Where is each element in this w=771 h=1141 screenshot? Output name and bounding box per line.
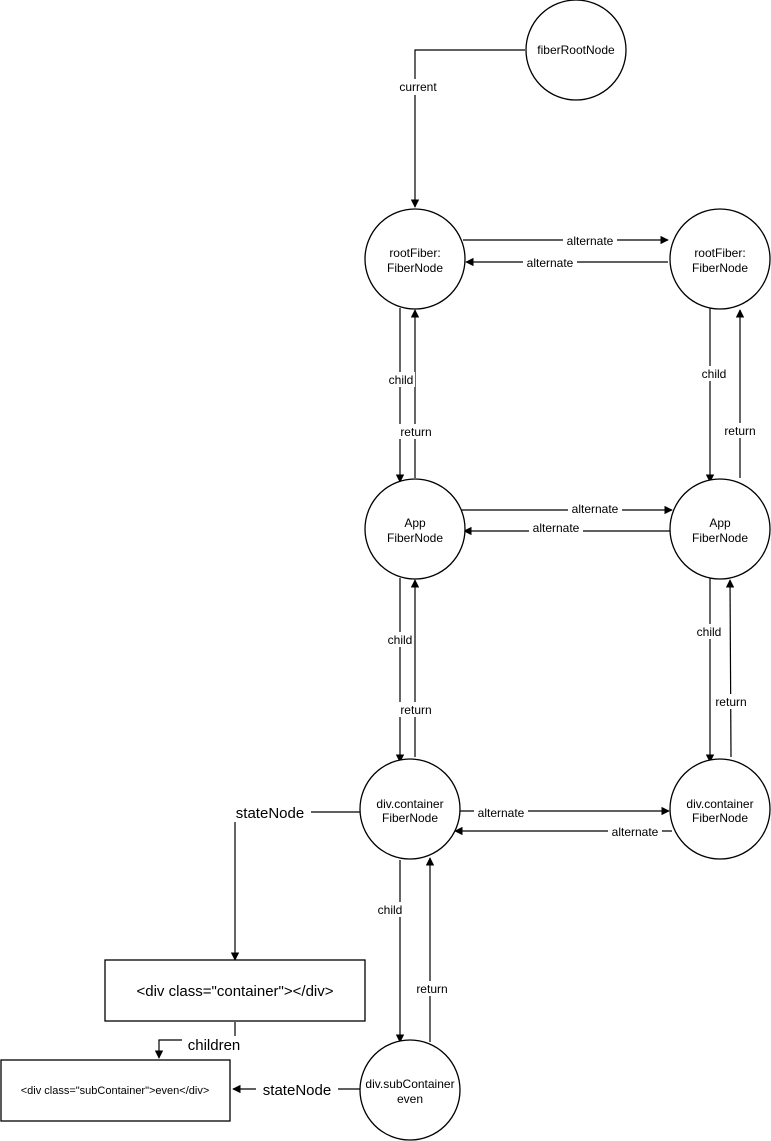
- node-fiber-root-label: fiberRootNode: [537, 43, 615, 57]
- label-rootfiber-return-left: return: [400, 425, 431, 439]
- edge-app-container-return-right: [725, 579, 735, 758]
- node-rootfiber-alternate: rootFiber: FiberNode: [669, 208, 771, 310]
- label-app-alternate-right: alternate: [572, 502, 619, 516]
- label-rootfiber-return-right: return: [724, 424, 755, 438]
- label-container-alternate-left: alternate: [612, 825, 659, 839]
- label-app-return-right: return: [715, 695, 746, 709]
- node-rootfiber-alternate-line1: rootFiber:: [694, 246, 745, 260]
- label-container-return: return: [416, 982, 447, 996]
- node-app-alternate-line2: FiberNode: [692, 531, 748, 545]
- node-app-current-line1: App: [404, 516, 426, 530]
- dom-box-container: <div class="container"></div>: [104, 959, 366, 1022]
- node-container-alternate-line1: div.container: [686, 797, 753, 811]
- label-app-child-right: child: [697, 625, 722, 639]
- node-app-alternate-line1: App: [709, 516, 731, 530]
- node-container-current-line2: FiberNode: [382, 811, 438, 825]
- label-subcontainer-statenode: stateNode: [263, 1082, 331, 1099]
- label-dom-children: children: [188, 1037, 241, 1054]
- node-app-current-line2: FiberNode: [387, 531, 443, 545]
- node-rootfiber-alternate-line2: FiberNode: [692, 261, 748, 275]
- edge-container-statenode: [230, 811, 360, 961]
- node-subcontainer-line2: even: [397, 1092, 423, 1106]
- edge-current: [410, 49, 525, 208]
- dom-box-container-label: <div class="container"></div>: [136, 983, 333, 1000]
- dom-box-subcontainer-label: <div class="subContainer">even</div>: [21, 1085, 210, 1097]
- node-container-alternate-line2: FiberNode: [692, 811, 748, 825]
- node-subcontainer-line1: div.subContainer: [365, 1077, 454, 1091]
- node-fiber-root: fiberRootNode: [525, 0, 627, 101]
- label-app-return-left: return: [400, 703, 431, 717]
- label-rootfiber-alternate-right: alternate: [567, 234, 614, 248]
- label-rootfiber-child-left: child: [389, 373, 414, 387]
- node-rootfiber-current: rootFiber: FiberNode: [364, 208, 466, 310]
- dom-box-subcontainer: <div class="subContainer">even</div>: [0, 1059, 231, 1122]
- label-app-child-left: child: [388, 633, 413, 647]
- label-container-child: child: [378, 903, 403, 917]
- node-rootfiber-current-line1: rootFiber:: [389, 246, 440, 260]
- node-app-current: App FiberNode: [364, 478, 466, 580]
- node-container-alternate: div.container FiberNode: [669, 758, 771, 860]
- label-current: current: [399, 80, 437, 94]
- label-container-alternate-right: alternate: [478, 806, 525, 820]
- node-container-current: div.container FiberNode: [359, 758, 461, 860]
- node-container-current-line1: div.container: [376, 797, 443, 811]
- node-subcontainer: div.subContainer even: [359, 1039, 461, 1141]
- node-rootfiber-current-line2: FiberNode: [387, 261, 443, 275]
- label-container-statenode: stateNode: [236, 805, 304, 822]
- node-app-alternate: App FiberNode: [669, 478, 771, 580]
- label-app-alternate-left: alternate: [533, 521, 580, 535]
- label-rootfiber-alternate-left: alternate: [527, 256, 574, 270]
- label-rootfiber-child-right: child: [702, 367, 727, 381]
